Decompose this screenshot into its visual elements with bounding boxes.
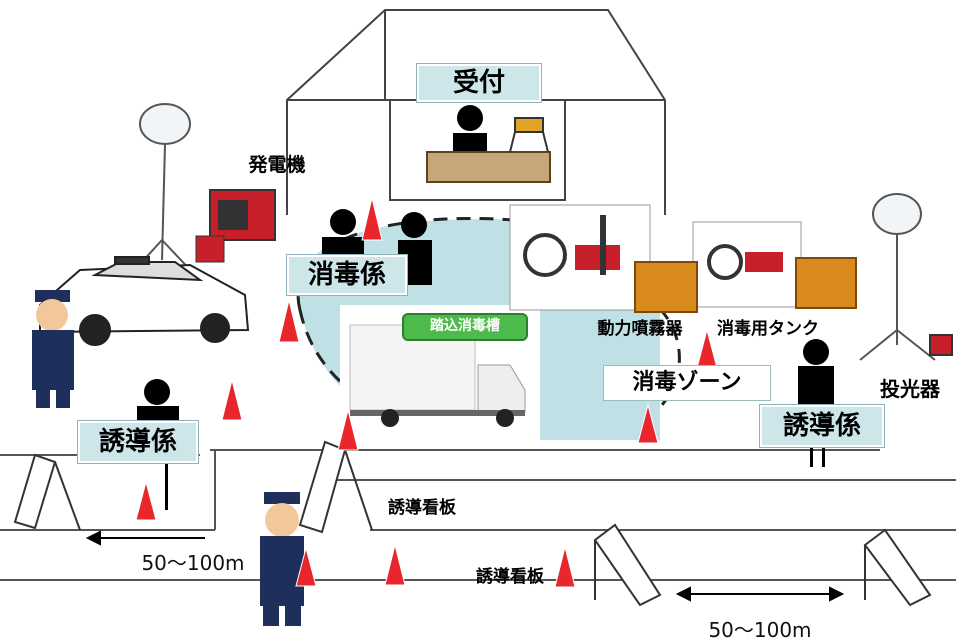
disinfection-tank-label: 消毒用タンク	[717, 319, 819, 339]
reception-desk	[426, 105, 551, 183]
power-sprayer-label: 動力噴霧器	[597, 319, 683, 339]
guide-sign-boards	[13, 440, 932, 607]
disinfection-zone-label: 消毒ゾーン	[603, 365, 771, 401]
distance-label-right: 50～100m	[708, 618, 812, 642]
police-officer-center-icon	[260, 492, 304, 626]
disinfection-tank-icons	[634, 257, 857, 313]
light-tower-right	[859, 193, 953, 361]
guide-staff-left-label: 誘導係	[77, 420, 199, 464]
footbath-label: 踏込消毒槽	[402, 313, 528, 341]
chair-icon	[509, 117, 549, 153]
generator-icon	[195, 189, 276, 263]
floodlight-label: 投光器	[880, 377, 940, 401]
reception-label: 受付	[416, 63, 542, 103]
traffic-cones	[135, 197, 718, 588]
power-sprayer-icon-1	[509, 204, 651, 311]
police-officer-left-icon	[32, 290, 74, 408]
police-car-icon	[39, 256, 250, 346]
guide-staff-right-label: 誘導係	[759, 404, 885, 448]
light-tower-left	[129, 103, 196, 276]
generator-label: 発電機	[248, 154, 306, 176]
disinfection-staff-label: 消毒係	[286, 254, 408, 296]
guide-sign-label-2: 誘導看板	[476, 567, 544, 587]
power-sprayer-icon-2	[692, 221, 802, 308]
distance-arrows	[85, 530, 845, 602]
guide-sign-label-1: 誘導看板	[388, 498, 456, 518]
distance-label-left: 50～100m	[141, 551, 245, 575]
staff-silhouettes	[137, 209, 834, 510]
